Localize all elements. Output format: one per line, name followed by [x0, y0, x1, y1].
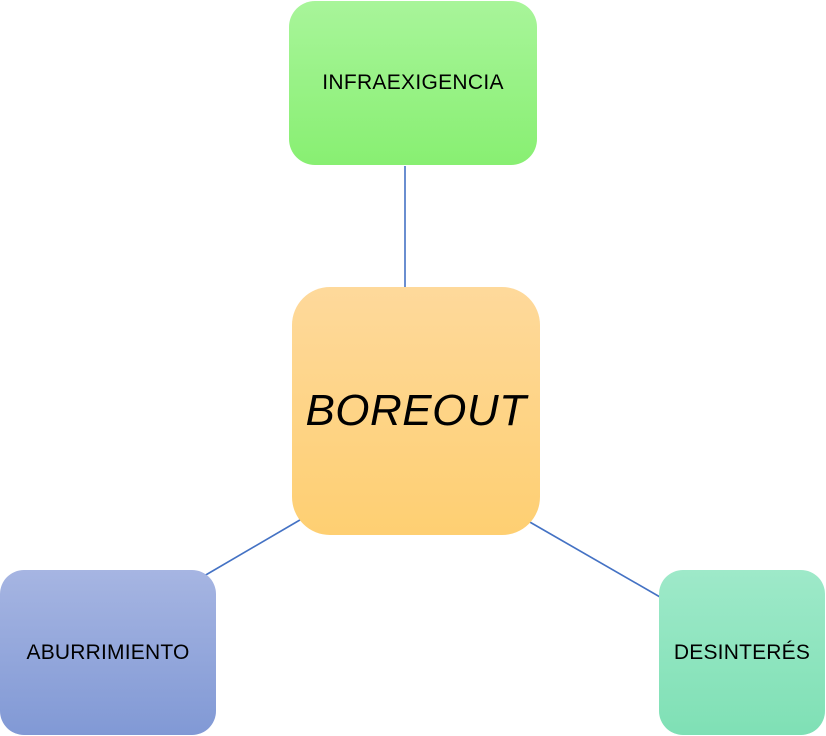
node-aburrimiento: ABURRIMIENTO — [0, 570, 216, 735]
node-desinteres: DESINTERÉS — [659, 570, 825, 735]
node-aburrimiento-label: ABURRIMIENTO — [26, 640, 190, 664]
node-infraexigencia: INFRAEXIGENCIA — [289, 1, 537, 165]
node-desinteres-label: DESINTERÉS — [673, 640, 811, 664]
node-boreout-label: BOREOUT — [305, 386, 527, 435]
connector-center-to-right — [527, 520, 661, 598]
connector-center-to-left — [203, 516, 306, 577]
node-infraexigencia-label: INFRAEXIGENCIA — [322, 71, 504, 94]
node-boreout: BOREOUT — [292, 287, 540, 535]
